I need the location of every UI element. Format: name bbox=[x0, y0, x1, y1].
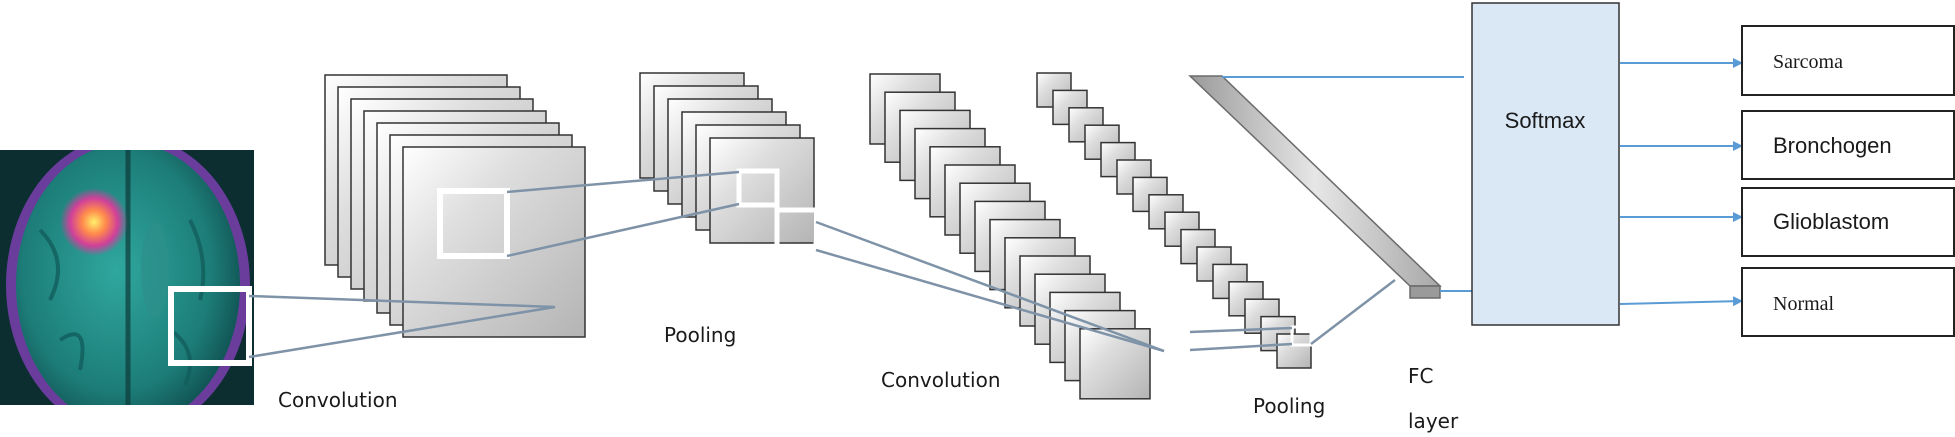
conv1-kernel-window bbox=[437, 188, 510, 259]
output-label-normal: Normal bbox=[1773, 293, 1835, 315]
conv2-feature-maps bbox=[869, 73, 1151, 400]
output-label-sarcoma: Sarcoma bbox=[1773, 51, 1843, 73]
output-label-glioblastom: Glioblastom bbox=[1773, 209, 1889, 234]
pool2-label: Pooling bbox=[1253, 394, 1325, 418]
conv2-map-15 bbox=[1079, 328, 1151, 400]
conv1-feature-maps bbox=[324, 74, 586, 338]
pool1-window-a bbox=[736, 168, 780, 208]
conv1-label: Convolution bbox=[278, 388, 398, 412]
fc-to-softmax-connectors bbox=[1222, 76, 1472, 292]
fc-label-line2: layer bbox=[1408, 409, 1459, 433]
conv2-kernel-window bbox=[1163, 328, 1191, 352]
fc-label-line1: FC bbox=[1408, 364, 1433, 388]
pool1-window-b bbox=[774, 207, 819, 253]
output-arrow-4 bbox=[1619, 296, 1743, 307]
conv2-label: Convolution bbox=[881, 368, 1001, 392]
fc-layer-slab bbox=[1188, 75, 1442, 299]
pool1-label: Pooling bbox=[664, 323, 736, 347]
layer-connectors bbox=[248, 170, 1396, 359]
output-label-bronchogen: Bronchogen bbox=[1773, 133, 1892, 158]
output-box-sarcoma: Sarcoma bbox=[1741, 25, 1955, 96]
output-box-bronchogen: Bronchogen bbox=[1741, 110, 1955, 180]
pool1-map-6 bbox=[709, 137, 815, 244]
conv1-map-7 bbox=[402, 146, 586, 338]
output-box-glioblastom: Glioblastom bbox=[1741, 187, 1955, 257]
scan-receptive-field bbox=[168, 286, 252, 366]
softmax-label: Softmax bbox=[1505, 108, 1586, 133]
softmax-box bbox=[1471, 2, 1620, 326]
pool2-map-16 bbox=[1276, 333, 1312, 369]
output-box-normal: Normal bbox=[1741, 267, 1955, 337]
pool2-window bbox=[1290, 325, 1313, 347]
output-arrows bbox=[1619, 58, 1743, 307]
pool1-feature-maps bbox=[639, 72, 815, 244]
input-mri-scan bbox=[0, 150, 254, 405]
scan-tumor-hotspot bbox=[60, 188, 128, 256]
